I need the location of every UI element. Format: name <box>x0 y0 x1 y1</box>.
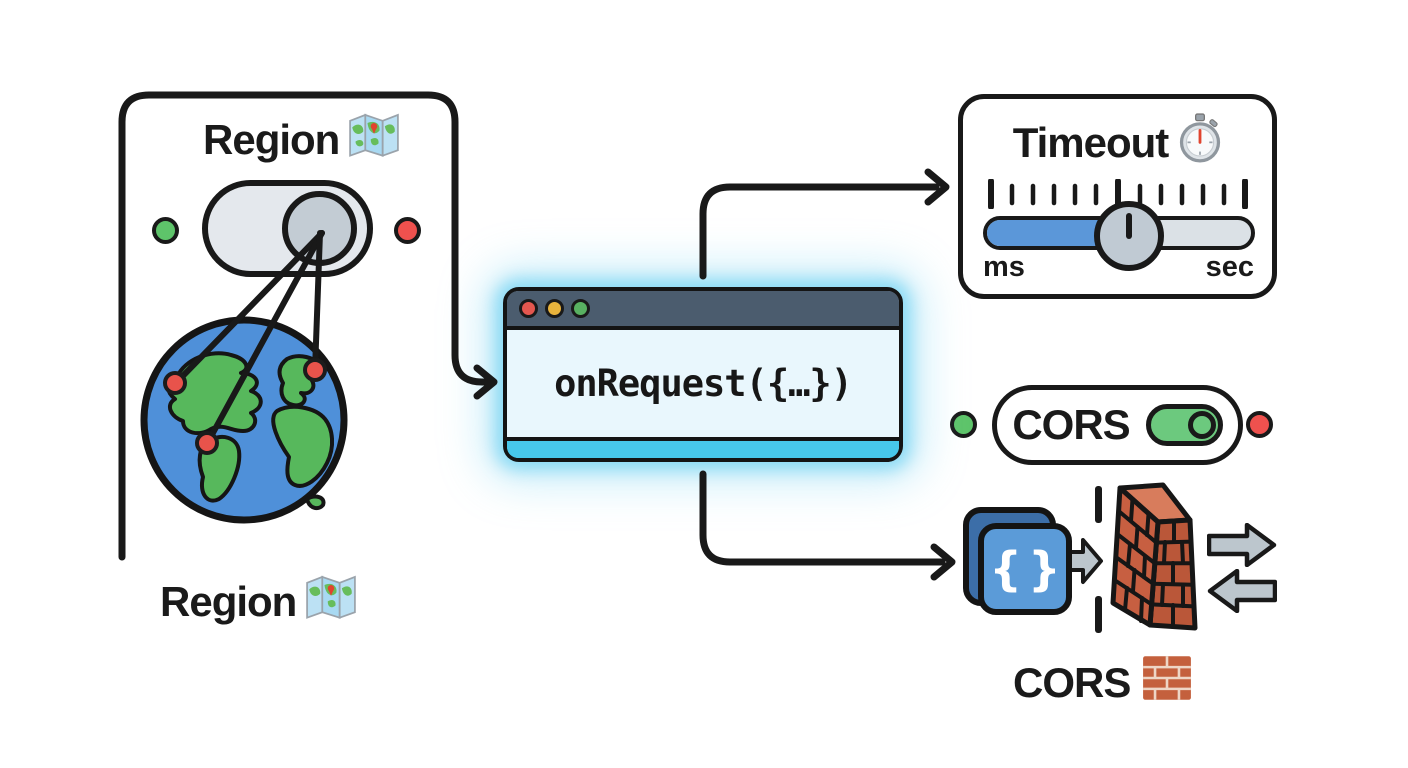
cors-toggle[interactable] <box>1145 404 1223 446</box>
firewall-icon <box>1110 482 1202 645</box>
arrow-browser-to-timeout <box>699 183 940 280</box>
timeout-panel: Timeout <box>958 94 1277 299</box>
region-footer-label-text: Region <box>160 578 297 625</box>
on-request-code: onRequest({…}) <box>554 362 853 405</box>
region-panel-title: Region <box>203 113 400 167</box>
globe-icon <box>139 315 349 530</box>
function-braces-icon: {} <box>978 523 1072 615</box>
timeout-slider-knob[interactable] <box>1094 201 1164 271</box>
region-status-red-dot <box>394 217 421 244</box>
arrowhead-to-browser <box>473 364 498 400</box>
arrow-browser-to-cors <box>699 470 946 566</box>
browser-body: onRequest({…}) <box>507 330 899 437</box>
minimize-button[interactable] <box>545 299 564 318</box>
world-map-icon <box>349 113 400 167</box>
stopwatch-icon <box>1178 113 1222 173</box>
browser-titlebar <box>507 291 899 330</box>
arrowhead-to-cors <box>930 543 956 581</box>
slider-knob-mark <box>1126 213 1132 239</box>
firewall-boundary-dash-bottom <box>1095 596 1102 633</box>
browser-window: onRequest({…}) <box>503 287 903 462</box>
browser-footer-strip <box>507 437 899 458</box>
timeout-max-label: sec <box>1205 251 1254 283</box>
braces-text: {} <box>989 542 1067 596</box>
outbound-arrow-icon <box>1207 523 1277 567</box>
close-button[interactable] <box>519 299 538 318</box>
brick-wall-icon <box>1142 655 1192 711</box>
firewall-boundary-dash-top <box>1095 486 1102 523</box>
cors-pill-label: CORS <box>1012 401 1130 448</box>
region-status-green-dot <box>152 217 179 244</box>
timeout-min-label: ms <box>983 251 1025 283</box>
cors-footer-label-text: CORS <box>1013 659 1131 706</box>
arrowhead-to-timeout <box>924 168 950 206</box>
world-map-icon <box>306 575 357 629</box>
cors-footer-label: CORS <box>1013 655 1192 711</box>
cors-status-red-dot <box>1246 411 1273 438</box>
inbound-arrow-icon <box>1207 569 1277 613</box>
timeout-title-text: Timeout <box>1012 119 1170 166</box>
region-toggle[interactable] <box>202 180 373 277</box>
cors-toggle-knob[interactable] <box>1187 411 1216 439</box>
timeout-ruler <box>988 179 1248 209</box>
cors-status-green-dot <box>950 411 977 438</box>
region-panel-title-text: Region <box>203 116 340 163</box>
maximize-button[interactable] <box>571 299 590 318</box>
region-toggle-knob[interactable] <box>282 191 357 266</box>
timeout-title: Timeout <box>963 113 1272 173</box>
region-footer-label: Region <box>160 575 357 629</box>
cors-pill: CORS <box>992 385 1243 465</box>
